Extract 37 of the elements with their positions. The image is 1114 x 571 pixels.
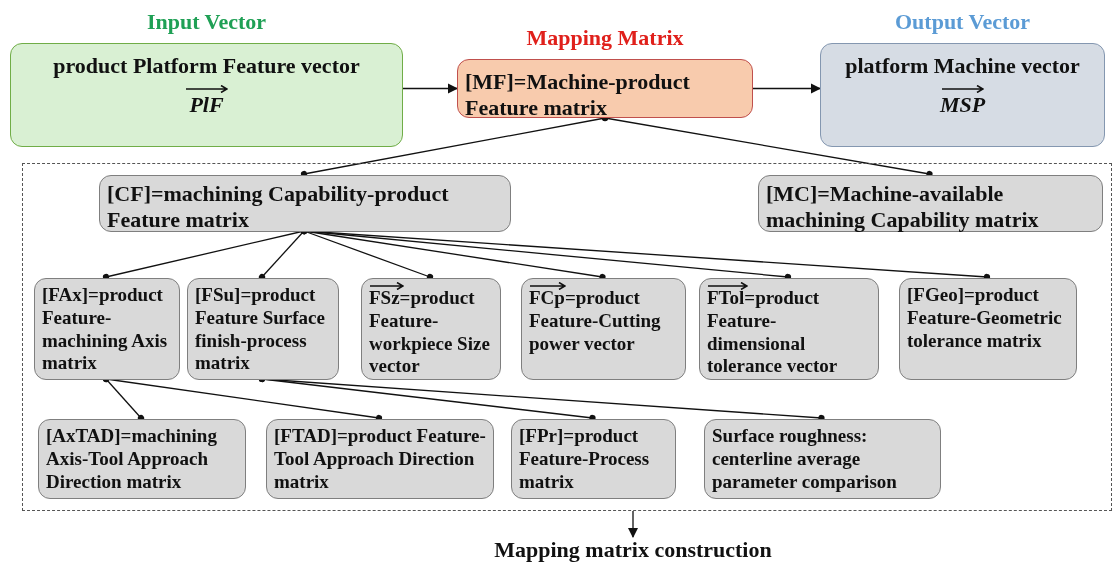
dashed-group-frame bbox=[22, 163, 1112, 511]
node-text: [FGeo]=product Feature-Geometric tolerance matrix bbox=[907, 284, 1063, 353]
node-text: FSz=product Feature-workpiece Size vector bbox=[369, 287, 491, 379]
matrix-box bbox=[99, 175, 511, 232]
matrix-box bbox=[704, 419, 941, 499]
matrix-box bbox=[34, 278, 180, 380]
matrix-box bbox=[521, 278, 686, 380]
node-text: platform Machine vector bbox=[844, 53, 1081, 80]
vector-symbol: PlF bbox=[189, 93, 224, 118]
matrix-box bbox=[38, 419, 246, 499]
vector-symbol: MSP bbox=[939, 93, 986, 118]
caption-text: Mapping matrix construction bbox=[483, 537, 783, 567]
node-text: [FTAD]=product Feature-Tool Approach Direction matrix bbox=[274, 425, 486, 494]
node-text: [MF]=Machine-product Feature matrix bbox=[465, 69, 691, 122]
matrix-box bbox=[361, 278, 501, 380]
matrix-box bbox=[758, 175, 1103, 232]
node-text: [FPr]=product Feature-Process matrix bbox=[519, 425, 651, 494]
node-text: [FSu]=product Feature Surface finish-process matrix bbox=[195, 284, 326, 376]
arrow bbox=[752, 83, 822, 94]
matrix-box bbox=[899, 278, 1077, 380]
matrix-box bbox=[511, 419, 676, 499]
node-text: Surface roughness: centerline average parameter comparison bbox=[712, 425, 898, 494]
node-text: [CF]=machining Capability-product Feature matrix bbox=[107, 181, 450, 234]
node-text: [FAx]=product Feature-machining Axis matrix bbox=[42, 284, 169, 376]
node-text: [AxTAD]=machining Axis-Tool Approach Direction matrix bbox=[46, 425, 218, 494]
node-text: FCp=product Feature-Cutting power vector bbox=[529, 287, 662, 356]
arrow bbox=[627, 510, 639, 539]
heading: Input Vector bbox=[146, 9, 267, 35]
heading: Output Vector bbox=[894, 9, 1031, 35]
node-text: [MC]=Machine-available machining Capability matrix bbox=[766, 181, 1040, 234]
arrow bbox=[402, 83, 459, 94]
node-text: product Platform Feature vector bbox=[52, 53, 361, 80]
matrix-box bbox=[266, 419, 494, 499]
matrix-box bbox=[187, 278, 339, 380]
node-text: FTol=product Feature-dimensional tolerance vector bbox=[707, 287, 839, 379]
matrix-box bbox=[699, 278, 879, 380]
heading: Mapping Matrix bbox=[526, 25, 684, 51]
